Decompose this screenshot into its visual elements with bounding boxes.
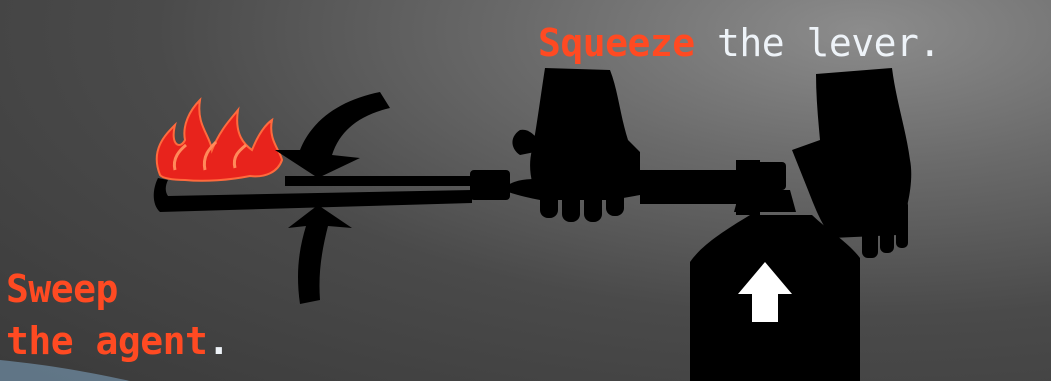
sweep-arrow-top-icon bbox=[275, 92, 390, 178]
sweep-period: . bbox=[207, 319, 229, 363]
sweep-caption-line2: the agent. bbox=[6, 322, 230, 360]
squeeze-caption-rest: the lever. bbox=[695, 21, 941, 65]
sweep-agent-text: the agent bbox=[6, 319, 207, 363]
sweep-word: Sweep bbox=[6, 267, 118, 311]
valve-head bbox=[734, 162, 796, 212]
sweep-caption-line1: Sweep bbox=[6, 270, 118, 308]
corner-swoosh-decoration bbox=[0, 360, 130, 381]
flame-icon bbox=[157, 100, 282, 181]
squeeze-accent-word: Squeeze bbox=[538, 21, 695, 65]
sweep-arrow-bottom-icon bbox=[288, 205, 352, 304]
left-hand-icon bbox=[512, 68, 640, 222]
squeeze-caption: Squeeze the lever. bbox=[538, 24, 941, 62]
